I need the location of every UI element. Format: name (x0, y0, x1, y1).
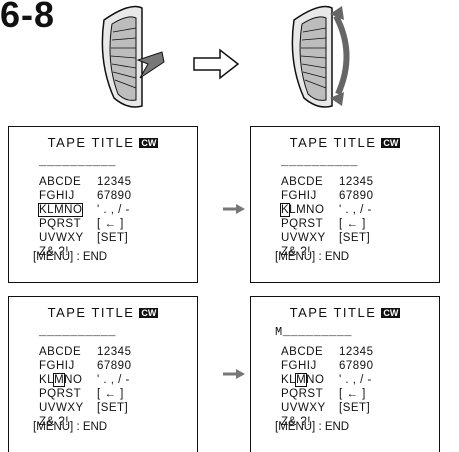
cw-badge-icon: CW (381, 308, 400, 318)
menu-end-label: [MENU] : END (275, 251, 349, 263)
next-arrow-icon (222, 368, 246, 380)
title-entry-line: __________ (281, 155, 358, 169)
highlighted-char-k: K (281, 204, 289, 216)
cw-badge-icon: CW (139, 138, 158, 148)
cw-badge-icon: CW (139, 308, 158, 318)
menu-end-label: [MENU] : END (275, 421, 349, 433)
highlighted-char-m: M (296, 374, 306, 386)
highlighted-char-m: M (54, 374, 64, 386)
menu-end-label: [MENU] : END (33, 421, 107, 433)
step-number: 6-8 (0, 0, 55, 36)
title-entry-line: __________ (39, 325, 116, 339)
title-entry-line: __________ (39, 155, 116, 169)
transition-arrow-icon (192, 48, 240, 80)
title-entry-line: M_________ (275, 325, 352, 339)
highlighted-row: KLMNO (39, 204, 82, 216)
cw-badge-icon: CW (381, 138, 400, 148)
control-dial-press-illustration (94, 2, 174, 112)
next-arrow-icon (222, 203, 246, 215)
menu-end-label: [MENU] : END (33, 251, 107, 263)
control-dial-turn-illustration (284, 2, 364, 112)
